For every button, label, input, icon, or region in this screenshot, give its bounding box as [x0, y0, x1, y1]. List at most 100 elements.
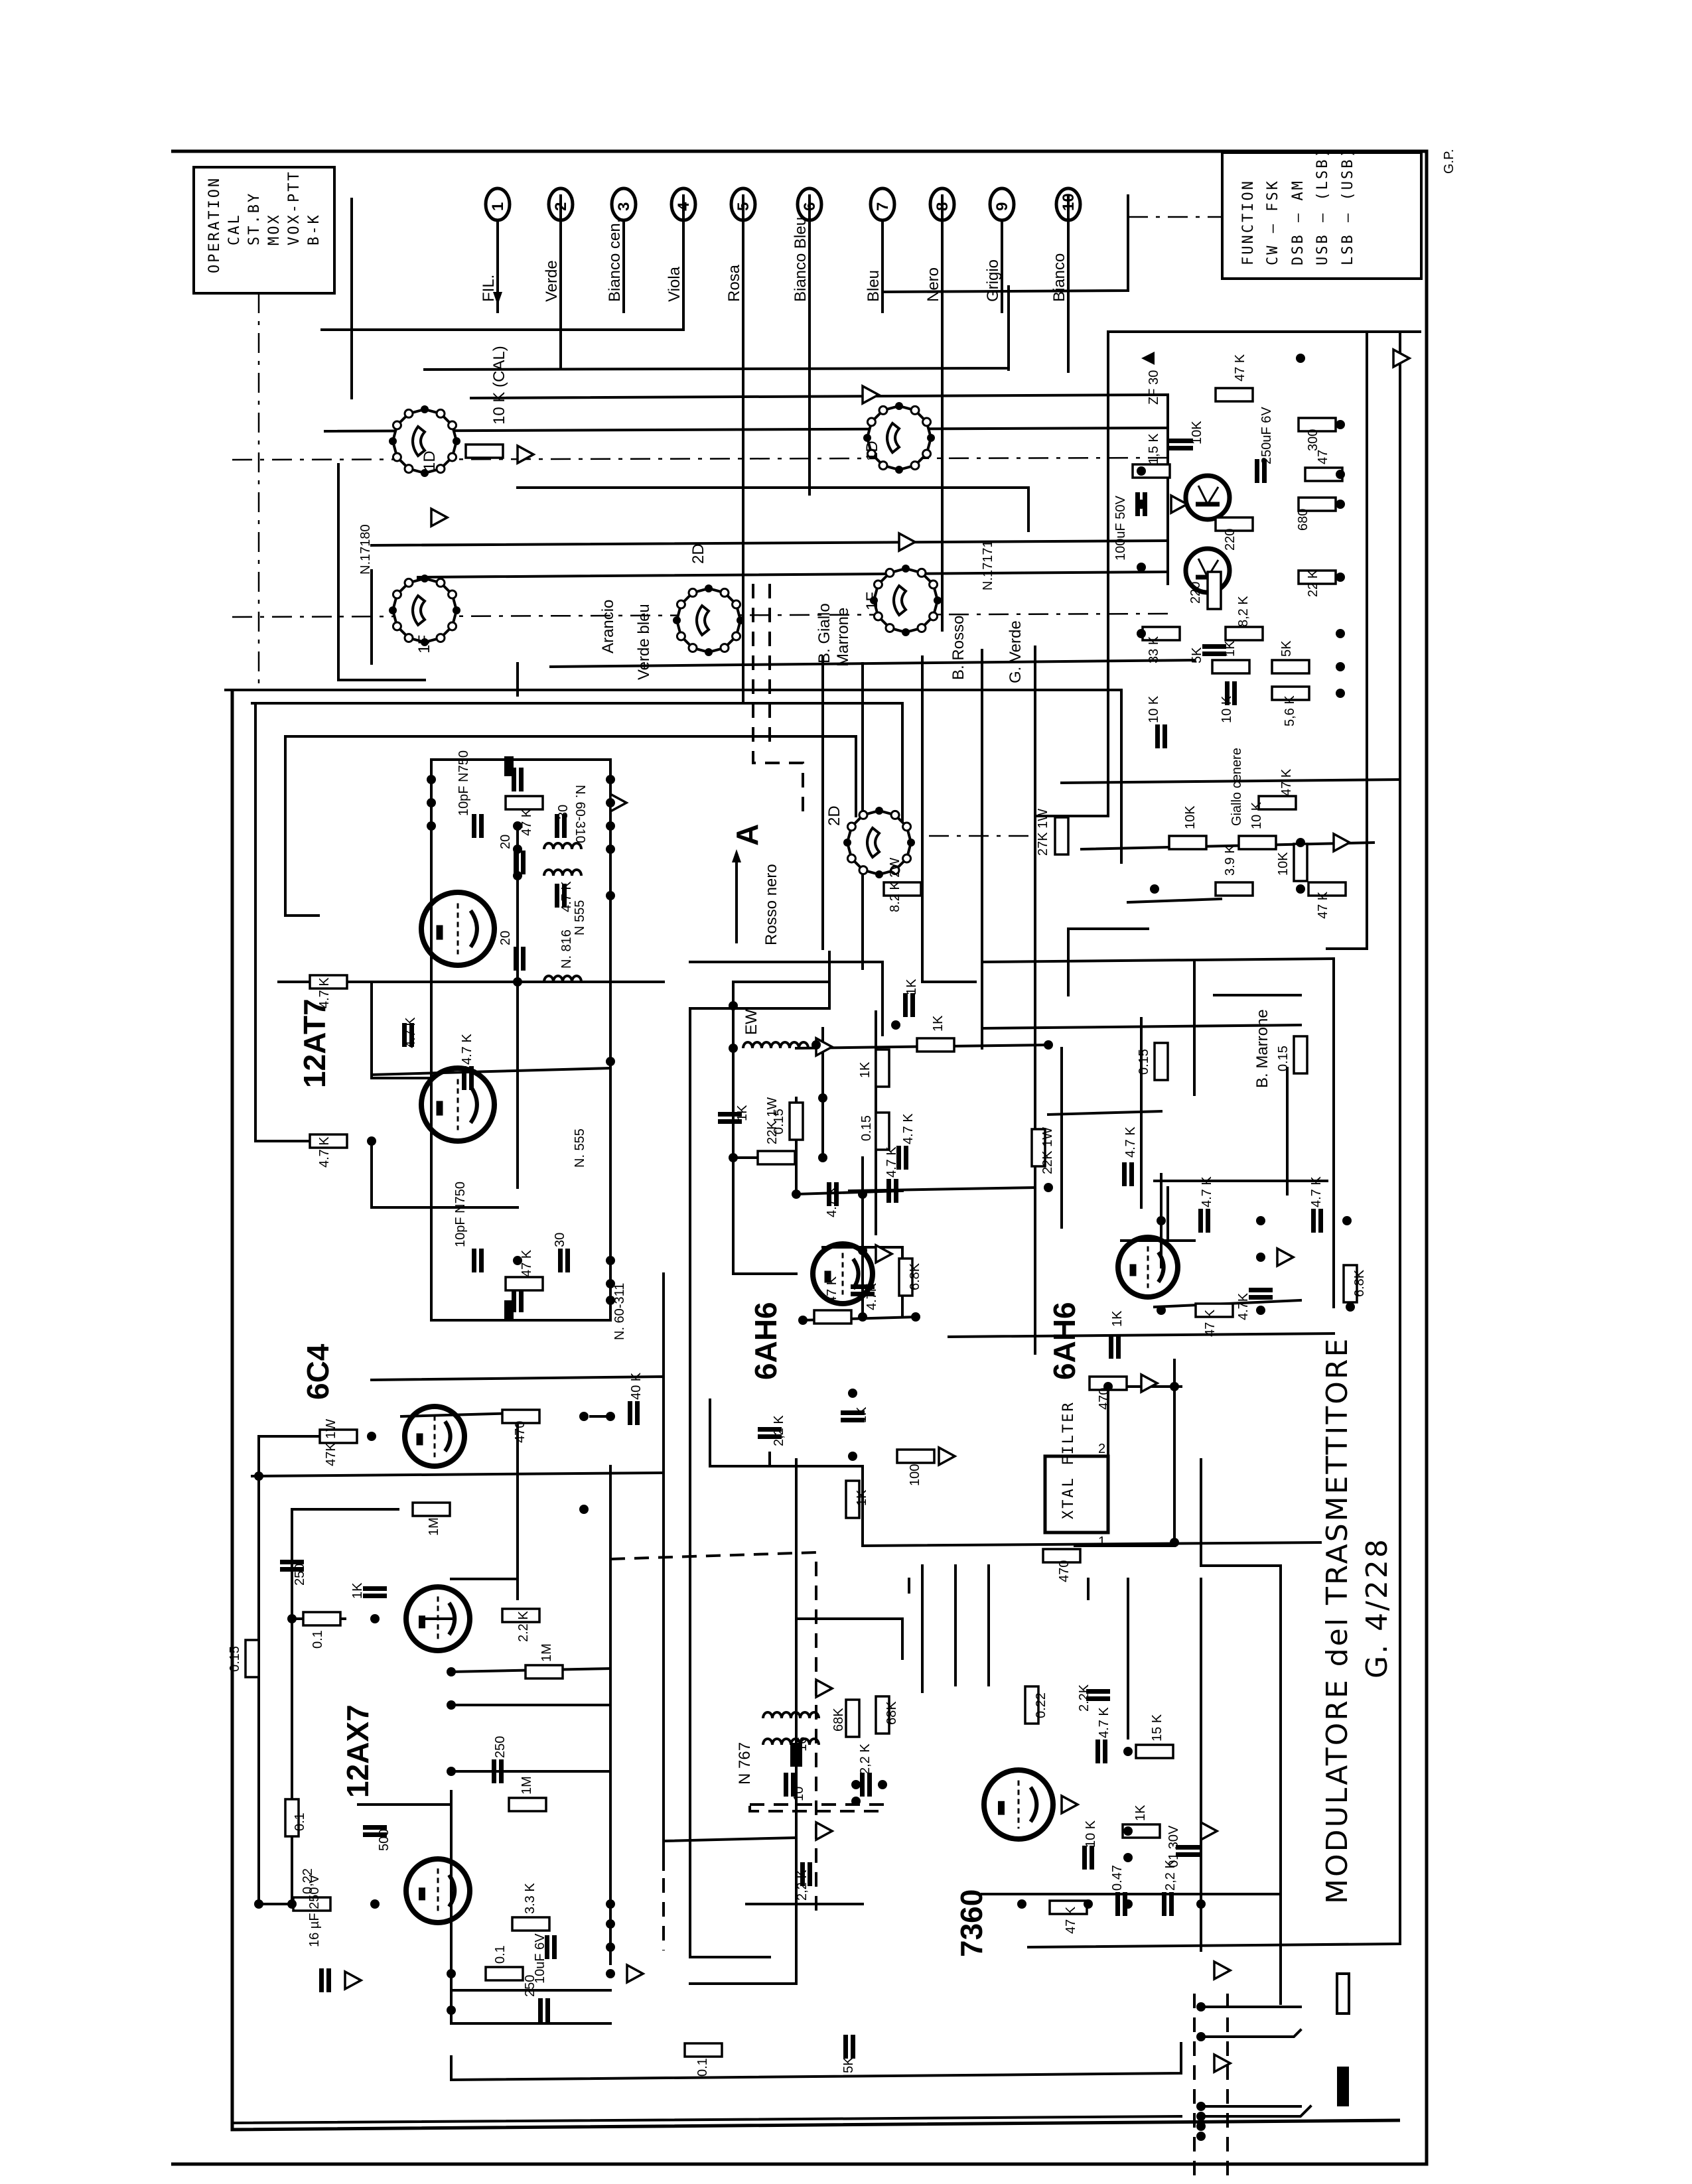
capacitor — [784, 1773, 796, 1797]
resistor-value: 3.9 K — [1223, 845, 1237, 876]
wafer-lug — [870, 596, 878, 604]
pin-number: 7 — [874, 202, 892, 211]
resistor-value: 6.8K — [908, 1263, 922, 1290]
junction-dot — [254, 1899, 263, 1909]
capacitor — [1249, 1288, 1273, 1300]
capacitor-value: 01 30V — [1166, 1825, 1181, 1868]
resistor-value: 27K 1W — [1036, 809, 1050, 856]
capacitor-value: 4.7K — [1236, 1292, 1251, 1320]
capacitor-plate — [558, 1249, 563, 1272]
wafer-lug — [687, 587, 698, 598]
resistor — [1214, 881, 1254, 897]
junction-dot — [513, 821, 522, 831]
capacitor-plate — [841, 1418, 865, 1422]
resistor-body — [1271, 685, 1310, 701]
junction-dot — [447, 2006, 456, 2015]
wafer-lug — [843, 839, 851, 847]
capacitor — [1225, 681, 1237, 705]
capacitor-plate — [1311, 1209, 1316, 1233]
resistor-body — [504, 795, 544, 811]
resistor-body — [1224, 626, 1264, 642]
capacitor-value: 2,2 K — [858, 1743, 873, 1775]
capacitor-value: 4.7 K — [1309, 1176, 1324, 1207]
junction-dot — [1157, 1306, 1166, 1315]
wire-label-verde-bleu: Verde bleu — [635, 604, 653, 680]
wafer-lug — [890, 809, 900, 820]
capacitor — [860, 1773, 872, 1797]
resistor-body — [875, 1048, 890, 1088]
capacitor — [1095, 1740, 1107, 1763]
capacitor-plate — [545, 1935, 549, 1959]
resistor — [411, 1501, 451, 1517]
junction-dot — [811, 1040, 821, 1050]
junction-dot — [729, 1153, 738, 1162]
junction-dot — [1137, 466, 1146, 476]
wafer-lug — [705, 648, 713, 656]
capacitor-value: 4.7 K — [884, 1146, 899, 1178]
resistor-value: 470 — [1057, 1560, 1072, 1582]
capacitor-plate — [1163, 724, 1167, 748]
resistor-body — [788, 1101, 804, 1141]
capacitor-plate — [834, 1182, 839, 1206]
wafer-rotor — [892, 584, 908, 617]
junction-dot — [1044, 1183, 1053, 1192]
junction-dot — [1256, 1253, 1265, 1262]
resistor — [916, 1037, 955, 1053]
resistor — [309, 1133, 348, 1149]
resistor-value: 2.2 K — [516, 1611, 531, 1642]
tube-label-cathode: 6C4 — [301, 1343, 335, 1400]
resistor-body — [309, 1133, 348, 1149]
pin-wire-label: Bianco — [1050, 253, 1068, 302]
capacitor-value: 250 — [293, 1564, 307, 1586]
operation-item: VOX-PTT — [286, 170, 303, 245]
resistor — [1293, 843, 1308, 882]
capacitor — [319, 1968, 331, 1992]
coil-winding — [543, 842, 583, 850]
resistor — [1214, 516, 1254, 532]
junction-dot — [370, 1899, 380, 1909]
junction-dot — [367, 1432, 376, 1441]
junction-dot — [729, 1044, 738, 1053]
junction-dot — [579, 1505, 589, 1514]
tube-label-mod1: 6AH6 — [748, 1302, 783, 1380]
wire-label-rosso-nero: Rosso nero — [762, 864, 780, 945]
capacitor-plate — [791, 1773, 796, 1797]
operation-item: CAL — [226, 213, 243, 245]
capacitor — [1202, 644, 1226, 656]
resistor-value: 47 K — [520, 808, 534, 836]
capacitor-value: 16 — [795, 1737, 810, 1751]
capacitor-plate — [479, 1249, 484, 1272]
transistor-q1 — [1183, 473, 1232, 522]
resistor-body — [1237, 835, 1277, 851]
wafer-lug — [927, 434, 935, 442]
capacitor-plate — [479, 814, 484, 838]
switch-wafer-2d-bot — [843, 807, 915, 878]
tube-6c4 — [402, 1404, 467, 1469]
resistor-body — [882, 881, 922, 897]
capacitor — [1176, 1845, 1200, 1857]
pin-wire-label: Grigio — [984, 259, 1002, 302]
capacitor — [1311, 1209, 1323, 1233]
wafer-lug — [719, 643, 730, 653]
wafer-lug — [391, 621, 402, 632]
capacitor-value: 20 — [498, 931, 513, 945]
resistor-body — [898, 1257, 914, 1297]
capacitor — [841, 1410, 865, 1422]
wafer-lug — [846, 821, 857, 832]
junction-dot — [1196, 2032, 1206, 2041]
resistor-body — [244, 1639, 260, 1678]
resistor-value: 5K — [1279, 640, 1294, 657]
capacitor-plate — [896, 1146, 901, 1170]
capacitor-value: 10 K — [1220, 695, 1234, 723]
wafer-lug — [731, 631, 742, 642]
capacitor-plate — [319, 1968, 324, 1992]
junction-dot — [851, 1780, 861, 1789]
wafer-lug — [863, 434, 871, 442]
wafer-lug — [403, 633, 414, 644]
junction-dot — [1157, 1216, 1166, 1225]
wafer-lug — [922, 448, 932, 459]
junction-dot — [1103, 1382, 1113, 1391]
